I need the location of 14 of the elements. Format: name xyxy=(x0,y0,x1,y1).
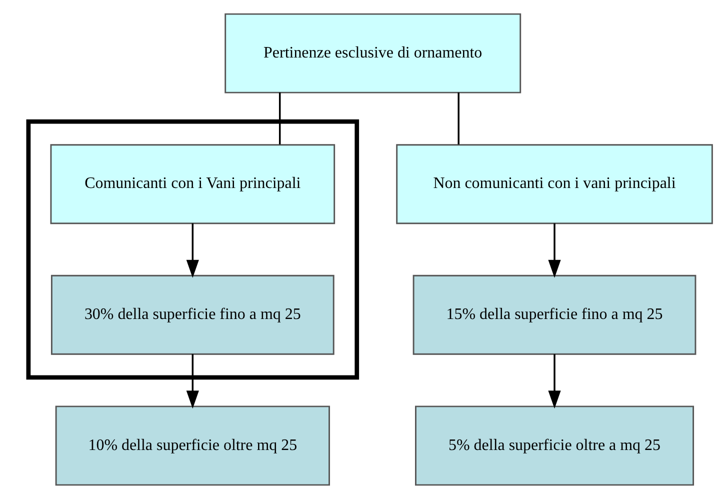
arrow xyxy=(548,223,560,278)
arrow xyxy=(186,223,198,278)
node-box: Comunicanti con i Vani principali xyxy=(50,144,335,224)
node-box: 10% della superficie oltre mq 25 xyxy=(54,406,330,486)
cluster xyxy=(26,119,359,380)
arrow xyxy=(548,354,560,409)
arrow xyxy=(186,354,198,409)
node-box: 30% della superficie fino a mq 25 xyxy=(50,274,334,355)
node-box: 15% della superficie fino a mq 25 xyxy=(412,274,696,355)
node-box: Non comunicanti con i vani principali xyxy=(396,144,712,224)
node-box: Pertinenze esclusive di ornamento xyxy=(224,13,521,94)
connector xyxy=(457,92,459,144)
connector xyxy=(278,92,280,144)
node-box: 5% della superficie oltre a mq 25 xyxy=(414,406,694,486)
